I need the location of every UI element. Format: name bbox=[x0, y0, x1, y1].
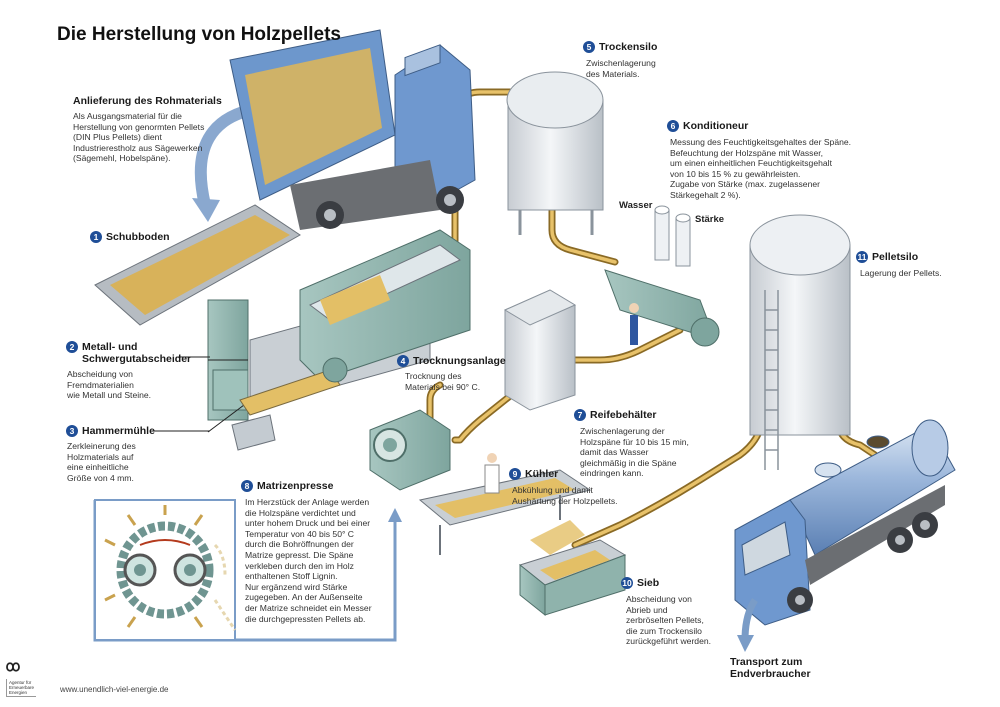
press-detail-inset bbox=[93, 499, 402, 642]
pellet-silo bbox=[749, 214, 851, 470]
step-4-text: Trocknung des Materials bei 90° C. bbox=[405, 371, 481, 392]
step-title: Hammermühle bbox=[82, 425, 155, 437]
tanker-truck bbox=[734, 419, 956, 626]
water-label: Wasser bbox=[619, 200, 653, 211]
intro-heading: Anlieferung des Rohmaterials bbox=[73, 95, 222, 107]
step-8-heading: 8 Matrizenpresse bbox=[241, 480, 333, 492]
drying-plant bbox=[239, 229, 471, 416]
step-title: Trocknungsanlage bbox=[413, 355, 506, 367]
step-number-badge: 3 bbox=[66, 425, 78, 437]
step-10-text: Abscheidung von Abrieb und zerbröselten … bbox=[626, 594, 712, 647]
step-number-badge: 4 bbox=[397, 355, 409, 367]
step-number-badge: 1 bbox=[90, 231, 102, 243]
footer-url[interactable]: www.unendlich-viel-energie.de bbox=[60, 685, 169, 694]
page-title: Die Herstellung von Holzpellets bbox=[57, 24, 341, 45]
step-9-text: Abkühlung und damit Aushärtung der Holzp… bbox=[512, 485, 618, 506]
step-title: Pelletsilo bbox=[872, 251, 919, 263]
push-floor-machine bbox=[94, 204, 301, 326]
step-8-text: Im Herzstück der Anlage werden die Holzs… bbox=[245, 497, 372, 624]
step-5-text: Zwischenlagerung des Materials. bbox=[586, 58, 656, 79]
conditioner bbox=[604, 205, 720, 347]
infinity-logo-icon bbox=[6, 662, 20, 672]
step-2-text: Abscheidung von Fremdmaterialien wie Met… bbox=[67, 369, 152, 401]
step-title: Reifebehälter bbox=[590, 409, 657, 421]
step-number-badge: 5 bbox=[583, 41, 595, 53]
step-title: Schubboden bbox=[106, 231, 170, 243]
transport-label: Transport zum Endverbraucher bbox=[730, 656, 811, 680]
sieve bbox=[518, 520, 627, 617]
step-9-heading: 9 Kühler bbox=[509, 468, 558, 480]
step-3-text: Zerkleinerung des Holzmaterials auf eine… bbox=[67, 441, 136, 483]
step-1-heading: 1 Schubboden bbox=[90, 231, 170, 243]
step-title: Kühler bbox=[525, 468, 559, 480]
logo-text: Agentur für Erneuerbare Energien bbox=[6, 679, 37, 697]
step-number-badge: 6 bbox=[667, 120, 679, 132]
step-title: Sieb bbox=[637, 577, 660, 589]
step-number-badge: 10 bbox=[621, 577, 633, 589]
step-10-heading: 10 Sieb bbox=[621, 577, 659, 589]
step-number-badge: 11 bbox=[856, 251, 868, 263]
dry-silo bbox=[506, 71, 604, 235]
dump-truck bbox=[229, 29, 476, 230]
intro-text: Als Ausgangsmaterial für die Herstellung… bbox=[73, 111, 205, 164]
maturing-tank bbox=[503, 289, 577, 411]
step-title: Metall- und Schwergutabscheider bbox=[82, 341, 192, 365]
step-number-badge: 2 bbox=[66, 341, 78, 353]
step-11-text: Lagerung der Pellets. bbox=[860, 268, 942, 278]
step-6-heading: 6 Konditioneur bbox=[667, 120, 748, 132]
step-4-heading: 4 Trocknungsanlage bbox=[397, 355, 506, 367]
pellet-press bbox=[369, 409, 451, 491]
step-title: Matrizenpresse bbox=[257, 480, 334, 492]
step-number-badge: 8 bbox=[241, 480, 253, 492]
step-title: Trockensilo bbox=[599, 41, 658, 53]
step-6-text: Messung des Feuchtigkeitsgehaltes der Sp… bbox=[670, 137, 852, 200]
step-number-badge: 9 bbox=[509, 468, 521, 480]
starch-label: Stärke bbox=[695, 214, 725, 225]
step-7-heading: 7 Reifebehälter bbox=[574, 409, 657, 421]
step-7-text: Zwischenlagerung der Holzspäne für 10 bi… bbox=[580, 426, 689, 479]
step-3-heading: 3 Hammermühle bbox=[66, 425, 155, 437]
step-2-heading: 2 Metall- und Schwergutabscheider bbox=[66, 341, 191, 365]
step-number-badge: 7 bbox=[574, 409, 586, 421]
cooler bbox=[418, 453, 592, 555]
step-5-heading: 5 Trockensilo bbox=[583, 41, 657, 53]
step-title: Konditioneur bbox=[683, 120, 749, 132]
logo: Agentur für Erneuerbare Energien bbox=[6, 660, 37, 697]
separator-and-hammer-mill bbox=[207, 299, 276, 451]
step-11-heading: 11 Pelletsilo bbox=[856, 251, 918, 263]
